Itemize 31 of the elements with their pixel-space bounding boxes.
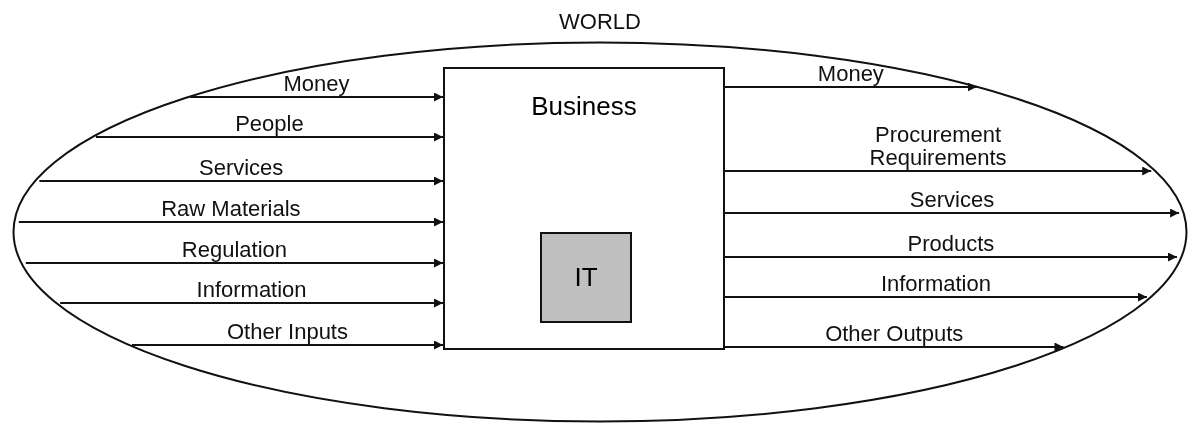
edge-label: Services: [908, 188, 996, 211]
edge-label: Procurement Requirements: [868, 123, 1008, 169]
arrow: [38, 176, 444, 186]
arrow: [59, 298, 444, 308]
edge-label: Services: [198, 156, 285, 179]
edge-label: Other Outputs: [824, 322, 965, 345]
process-box: [443, 67, 725, 350]
arrow: [724, 292, 1148, 302]
edge-label: Money: [816, 62, 885, 85]
arrow: [724, 342, 1065, 352]
arrow: [724, 208, 1181, 218]
arrow: [724, 252, 1178, 262]
edge-label: Money: [282, 72, 351, 95]
process-box: [540, 232, 632, 323]
diagram-heading: WORLD: [558, 10, 642, 33]
arrow: [24, 258, 444, 268]
arrow: [724, 166, 1153, 176]
edge-label: Information: [879, 272, 992, 295]
box-title: IT: [574, 262, 598, 293]
edge-label: Products: [906, 232, 996, 255]
edge-label: Raw Materials: [160, 197, 302, 220]
edge-label: Other Inputs: [225, 320, 349, 343]
edge-label: Regulation: [180, 238, 288, 261]
box-title: Business: [531, 91, 637, 122]
arrow: [130, 340, 444, 350]
edge-label: Information: [195, 278, 308, 301]
arrow: [724, 82, 978, 92]
arrow: [189, 92, 444, 102]
arrow: [17, 217, 444, 227]
edge-label: People: [234, 112, 305, 135]
arrow: [94, 132, 444, 142]
